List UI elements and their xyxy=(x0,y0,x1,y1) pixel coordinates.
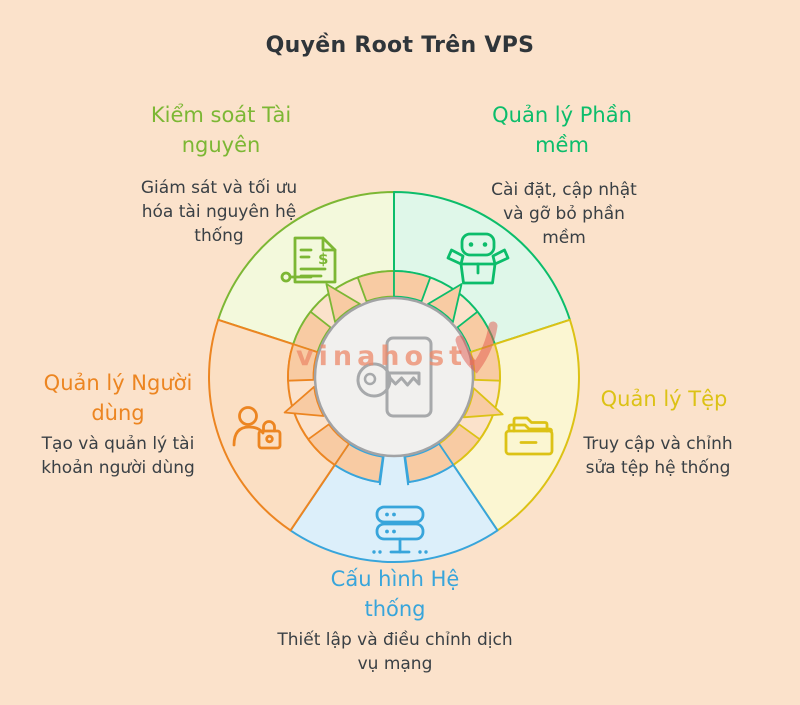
wedge-users xyxy=(208,318,336,532)
page-title: Quyền Root Trên VPS xyxy=(265,33,535,58)
wedge-software xyxy=(393,191,571,346)
open-box-gamepad-icon xyxy=(446,232,510,285)
key-icon xyxy=(356,336,433,418)
server-stack-icon xyxy=(372,505,428,554)
center-circle xyxy=(313,296,475,458)
invoice-document-icon: $ xyxy=(280,236,337,284)
heading-files: Quản lý Tệp xyxy=(600,387,728,411)
svg-text:$: $ xyxy=(318,250,328,268)
folder-drawer-icon xyxy=(504,416,554,456)
user-lock-icon xyxy=(232,406,282,450)
